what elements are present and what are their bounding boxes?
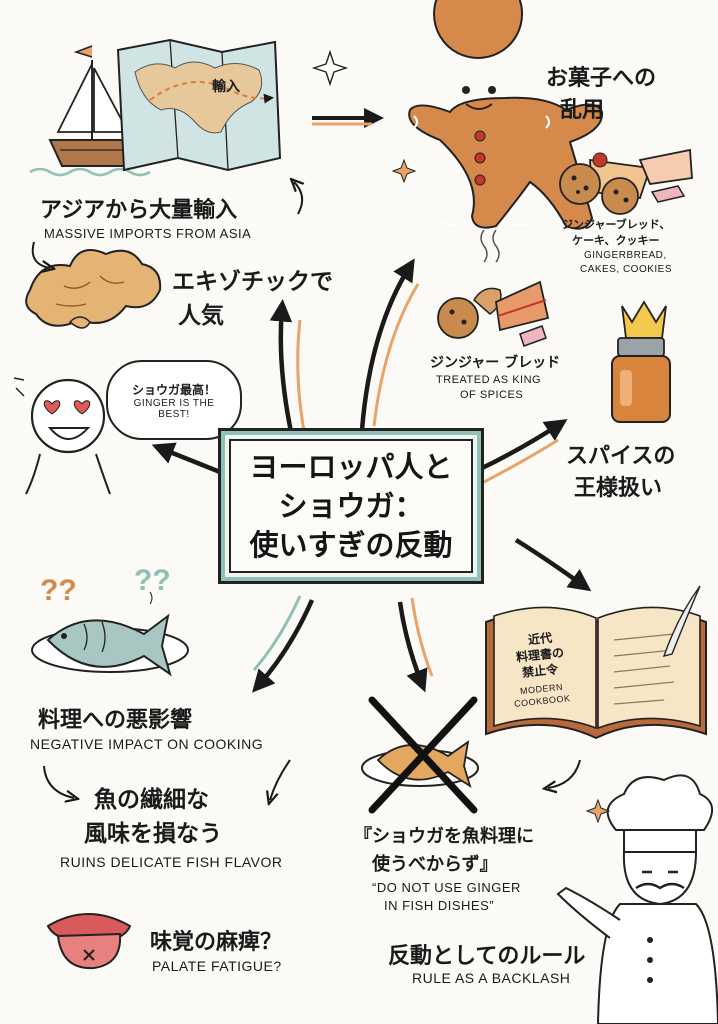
gingerbread-man-icon — [408, 0, 604, 230]
cookies-cake-middle-icon — [437, 229, 550, 347]
center-title-line1: ヨーロッパ人と — [249, 449, 453, 484]
speech-bubble: ショウガ最高！ GINGER IS THE BEST! — [106, 360, 242, 440]
king-jp: ジンジャー ブレッド — [430, 355, 561, 371]
rule-quote-line1: 『ショウガを魚料理に — [354, 826, 534, 847]
king-en-line2: OF SPICES — [460, 389, 524, 401]
curl-arrow-icon — [270, 759, 291, 800]
curl-arrow-icon — [43, 765, 74, 798]
exotic-line2: 人気 — [178, 303, 224, 329]
star-icon — [585, 798, 611, 824]
fish-line2: 風味を損なう — [84, 821, 222, 847]
sweets-title-line1: お菓子への — [546, 66, 657, 91]
center-title-box: ヨーロッパ人と ショウガ： 使いすぎの反動 — [218, 428, 484, 584]
king-en-line1: TREATED AS KING — [436, 374, 542, 386]
arrow-to-negative — [252, 599, 315, 693]
speech-en-line1: GINGER IS THE — [133, 397, 215, 409]
king-title-line1: スパイスの — [566, 444, 676, 469]
sweets-en-line1: GINGERBREAD, — [584, 250, 667, 261]
question-marks-icon: ?? — [40, 574, 77, 607]
trade-map-icon — [116, 38, 282, 172]
rule-quote-line2: 使うべからず』 — [372, 854, 498, 875]
sparkle-icon — [311, 49, 349, 87]
palate-title-jp: 味覚の麻痺？ — [150, 930, 283, 955]
fish-en: RUINS DELICATE FISH FLAVOR — [60, 854, 283, 870]
negative-title-en: NEGATIVE IMPACT ON COOKING — [30, 736, 264, 752]
center-title-line3: 使いすぎの反動 — [249, 527, 453, 562]
speech-jp: ショウガ最高！ — [131, 382, 216, 397]
speech-en-line2: BEST! — [158, 408, 190, 420]
center-title-line2: ショウガ： — [278, 488, 424, 523]
heart-eyes-face-icon — [13, 373, 123, 495]
forbidden-fish-icon — [361, 696, 479, 814]
arrow-to-spice — [477, 419, 568, 473]
king-title-line2: 王様扱い — [574, 476, 663, 501]
chef-icon — [556, 774, 718, 1024]
cookies-cakes-icon — [559, 148, 693, 215]
sweets-en-line2: CAKES, COOKIES — [580, 264, 673, 275]
palate-title-en: PALATE FATIGUE? — [152, 958, 282, 974]
curl-arrow-icon — [31, 241, 50, 268]
imports-title-en: MASSIVE IMPORTS FROM ASIA — [44, 226, 252, 241]
center-title-inner: ヨーロッパ人と ショウガ： 使いすぎの反動 — [229, 439, 473, 573]
tongue-icon — [46, 913, 132, 970]
rule-quote-en-line2: IN FISH DISHES” — [384, 898, 495, 913]
sweets-jp-line2: ケーキ、クッキー — [572, 234, 660, 247]
sweets-jp-line1: ジンジャーブレッド、 — [562, 218, 671, 231]
exotic-line1: エキゾチックで — [172, 269, 333, 295]
cookbook-icon — [485, 585, 707, 740]
imports-title-jp: アジアから大量輸入 — [40, 198, 238, 223]
star-icon — [391, 158, 417, 184]
spice-jar-icon — [611, 300, 671, 423]
map-label: 輸入 — [212, 79, 240, 95]
rule-quote-en-line1: “DO NOT USE GINGER — [372, 880, 521, 895]
curl-arrow-icon — [548, 759, 581, 788]
question-marks-icon: ?? — [134, 564, 171, 597]
sweets-title-line2: 乱用 — [560, 98, 605, 123]
sailing-ship-icon — [29, 45, 151, 177]
curl-arrow-icon — [294, 182, 302, 215]
negative-title-jp: 料理への悪影響 — [38, 708, 193, 733]
rule-title-en: RULE AS A BACKLASH — [412, 970, 571, 986]
ginger-root-icon — [25, 249, 162, 329]
rule-title-jp: 反動としてのルール — [388, 944, 586, 969]
fish-line1: 魚の繊細な — [94, 787, 209, 813]
arrow-to-cookbook — [514, 538, 592, 592]
arrow-to-rule — [397, 601, 428, 693]
arrow-to-gingerbread — [359, 258, 415, 431]
confused-fish-icon — [31, 591, 189, 677]
